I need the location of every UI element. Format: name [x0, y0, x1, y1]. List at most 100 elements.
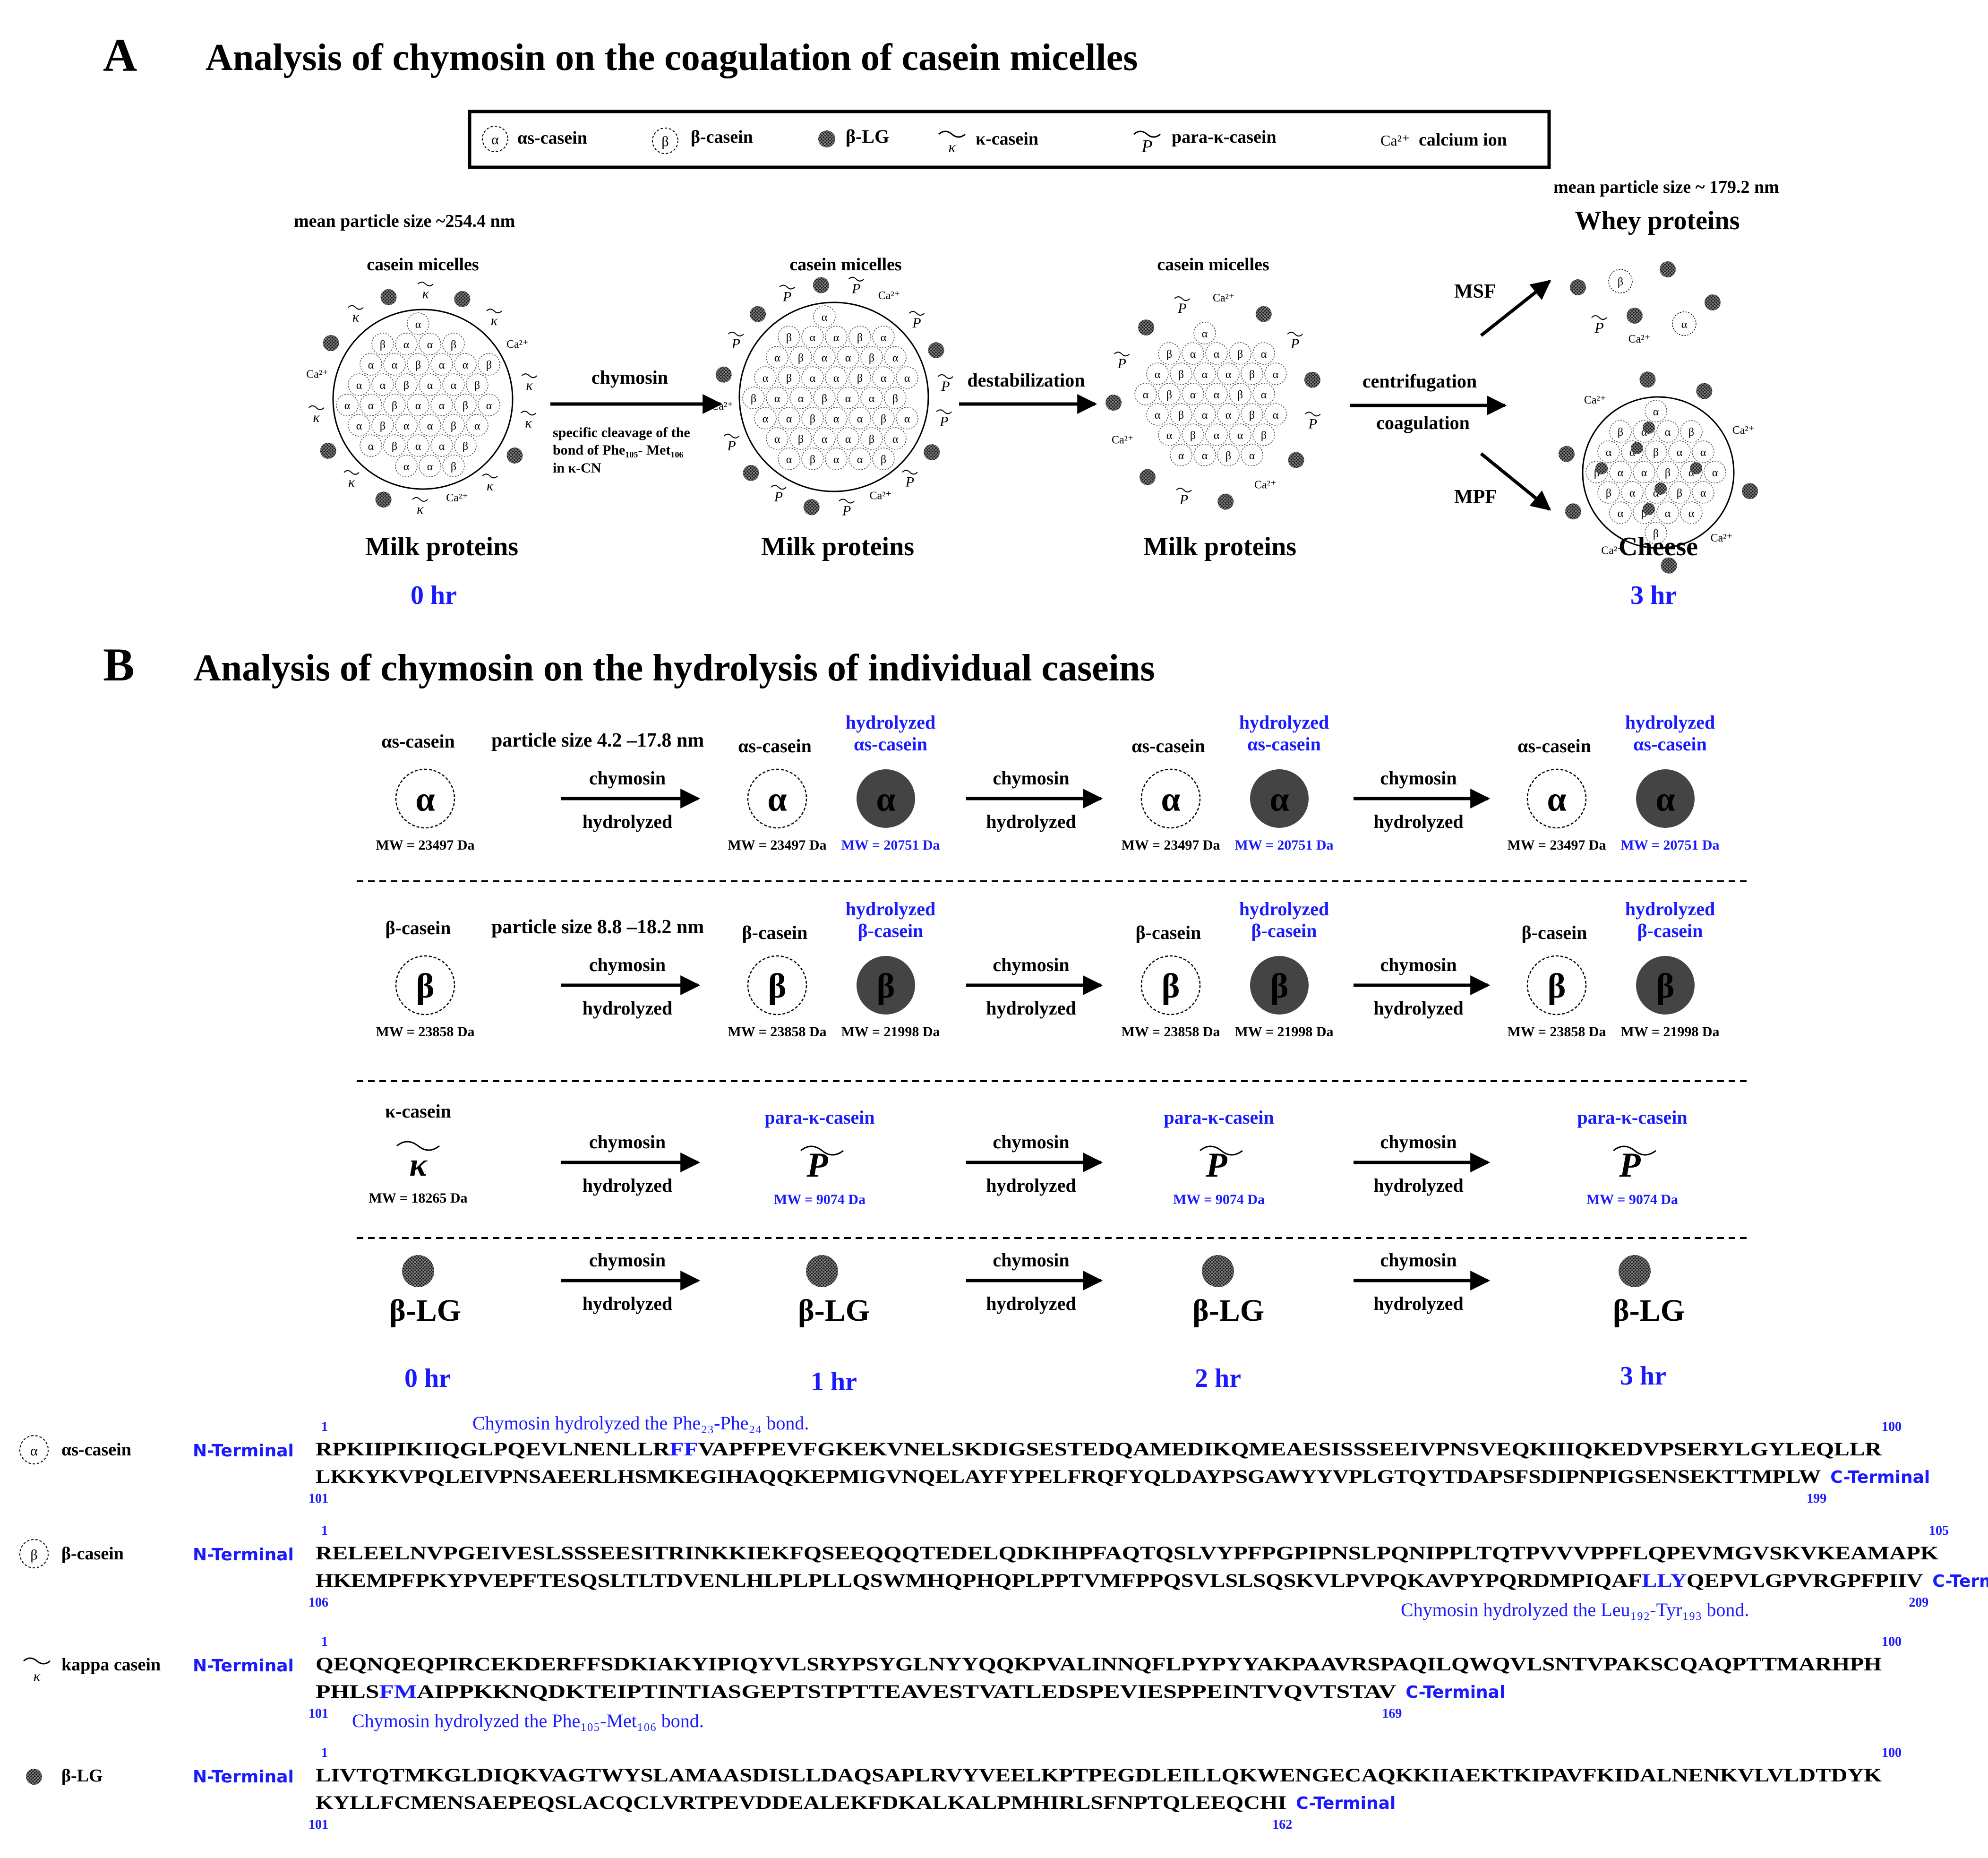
- casein-submicelle: [766, 387, 788, 409]
- submicelle-glyph: α: [1641, 467, 1647, 479]
- submicelle-glyph: α: [833, 332, 840, 344]
- svg-text:centrifugation: centrifugation: [1362, 370, 1477, 392]
- casein-submicelle: [1692, 481, 1714, 504]
- casein-submicelle: [1170, 444, 1192, 466]
- para-kappa-glyph: P: [1594, 319, 1604, 336]
- casein-submicelle: [1252, 423, 1275, 446]
- native-protein: [395, 768, 455, 829]
- submicelle-glyph: α: [427, 339, 433, 351]
- submicelle-glyph: α: [1155, 409, 1161, 421]
- casein-submicelle: [754, 407, 777, 430]
- calcium-ion: Ca²⁺: [1584, 394, 1606, 406]
- hydrolyzed-mw: MW = 20751 Da: [1234, 837, 1333, 853]
- arrow-label-hydrolyzed: hydrolyzed: [986, 1175, 1076, 1196]
- index-start-2: 106: [308, 1595, 328, 1610]
- casein-submicelle: [395, 455, 418, 477]
- casein-submicelle: [1158, 383, 1181, 405]
- arrow-msf: MSF: [1454, 280, 1551, 337]
- submicelle-glyph: α: [1273, 369, 1279, 381]
- beta-lg-dot: [1654, 482, 1667, 495]
- micelle-label-2: casein micelles: [789, 255, 901, 275]
- n-terminal-label: N-Terminal: [193, 1656, 294, 1676]
- casein-submicelle: [1217, 444, 1240, 466]
- row-name: αs-casein: [381, 731, 455, 752]
- submicelle-glyph: α: [845, 433, 851, 446]
- submicelle-glyph: α: [415, 440, 421, 453]
- submicelle-glyph: α: [822, 433, 828, 446]
- casein-hair: [728, 331, 744, 336]
- casein-submicelle: [1264, 403, 1287, 426]
- casein-hair: [771, 485, 787, 490]
- svg-text:MSF: MSF: [1454, 281, 1496, 302]
- submicelle-glyph: α: [1700, 487, 1706, 499]
- hydrolyzed-glyph: α: [1269, 780, 1289, 819]
- submicelle-glyph: α: [1190, 389, 1196, 401]
- casein-hair: [902, 470, 918, 475]
- casein-submicelle: [872, 407, 895, 430]
- index-end-2: 209: [1909, 1595, 1928, 1610]
- native-glyph: α: [767, 780, 787, 819]
- arrow-label-chymosin: chymosin: [589, 767, 666, 789]
- beta-lg-dot: [750, 306, 766, 322]
- submicelle-glyph: β: [822, 393, 827, 405]
- submicelle-glyph: β: [392, 400, 397, 412]
- hydrolyzed-mw: MW = 21998 Da: [841, 1024, 940, 1040]
- index-end-1: 100: [1882, 1419, 1902, 1434]
- casein-hair: [482, 473, 498, 479]
- hydrolyzed-mw: MW = 20751 Da: [1620, 837, 1719, 853]
- row-name: β-casein: [1136, 922, 1201, 943]
- submicelle-glyph: α: [368, 359, 374, 371]
- beta-lg-dot: [1660, 261, 1676, 277]
- casein-submicelle: [1182, 342, 1204, 365]
- calcium-ion: Ca²⁺: [1112, 434, 1134, 446]
- svg-text:chymosin: chymosin: [591, 367, 668, 388]
- kappa-glyph: κ: [352, 310, 360, 325]
- submicelle-glyph: β: [451, 420, 456, 432]
- casein-submicelle: [1193, 403, 1216, 426]
- casein-submicelle: [1146, 403, 1169, 426]
- row-1: chymosinhydrolyzedchymosinhydrolyzedchym…: [376, 898, 1719, 1040]
- submicelle-glyph: β: [751, 393, 756, 405]
- index-end-1: 100: [1882, 1746, 1902, 1760]
- casein-submicelle: [1241, 403, 1263, 426]
- casein-hair: [520, 411, 537, 416]
- submicelle-glyph: α: [1665, 426, 1671, 439]
- beta-lg-dot: [1139, 469, 1156, 485]
- submicelle-glyph: α: [427, 379, 433, 392]
- sequence-label: β-casein: [61, 1544, 124, 1564]
- beta-lg-dot: [1619, 1255, 1651, 1287]
- submicelle-glyph: α: [774, 393, 780, 405]
- submicelle-glyph: α: [857, 454, 863, 466]
- submicelle-glyph: α: [451, 379, 457, 392]
- casein-submicelle: [837, 346, 859, 369]
- submicelle-glyph: α: [822, 311, 828, 324]
- submicelle-glyph: β: [392, 440, 397, 453]
- sequence-line-1: RELEELNVPGEIVESLSSSEESITRINKKIEKFQSEEQQQ…: [316, 1542, 1938, 1564]
- casein-submicelle: [360, 394, 382, 416]
- submicelle-glyph: α: [1653, 406, 1659, 418]
- kappa-icon: [23, 1657, 51, 1665]
- submicelle-glyph: β: [1237, 389, 1243, 401]
- svg-text:αs-casein: αs-casein: [517, 128, 587, 148]
- kappa-glyph: κ: [525, 415, 532, 430]
- submicelle-glyph: α: [1202, 369, 1208, 381]
- n-terminal-label: N-Terminal: [193, 1545, 294, 1565]
- beta-lg-dot: [1138, 319, 1154, 336]
- casein-submicelle: [466, 414, 488, 437]
- submicelle-glyph: β: [1178, 409, 1184, 421]
- casein-hair: [521, 373, 538, 378]
- casein-hair: [348, 305, 364, 310]
- casein-submicelle: [1264, 362, 1287, 385]
- casein-hair: [1174, 296, 1190, 301]
- beta-lg-dot: [1639, 371, 1656, 388]
- panel-b: B Analysis of chymosin on the hydrolysis…: [103, 638, 1748, 1396]
- beta-lg-dot: [1627, 308, 1643, 324]
- hydrolyzed-label: hydrolyzed: [1625, 712, 1715, 733]
- mean-size-left: mean particle size ~254.4 nm: [294, 211, 515, 231]
- index-start-1: 1: [321, 1523, 328, 1538]
- svg-text:κ: κ: [948, 138, 956, 155]
- hydrolyzed-protein: [857, 956, 915, 1015]
- casein-submicelle: [478, 353, 500, 376]
- time-b-3: 3 hr: [1620, 1361, 1666, 1391]
